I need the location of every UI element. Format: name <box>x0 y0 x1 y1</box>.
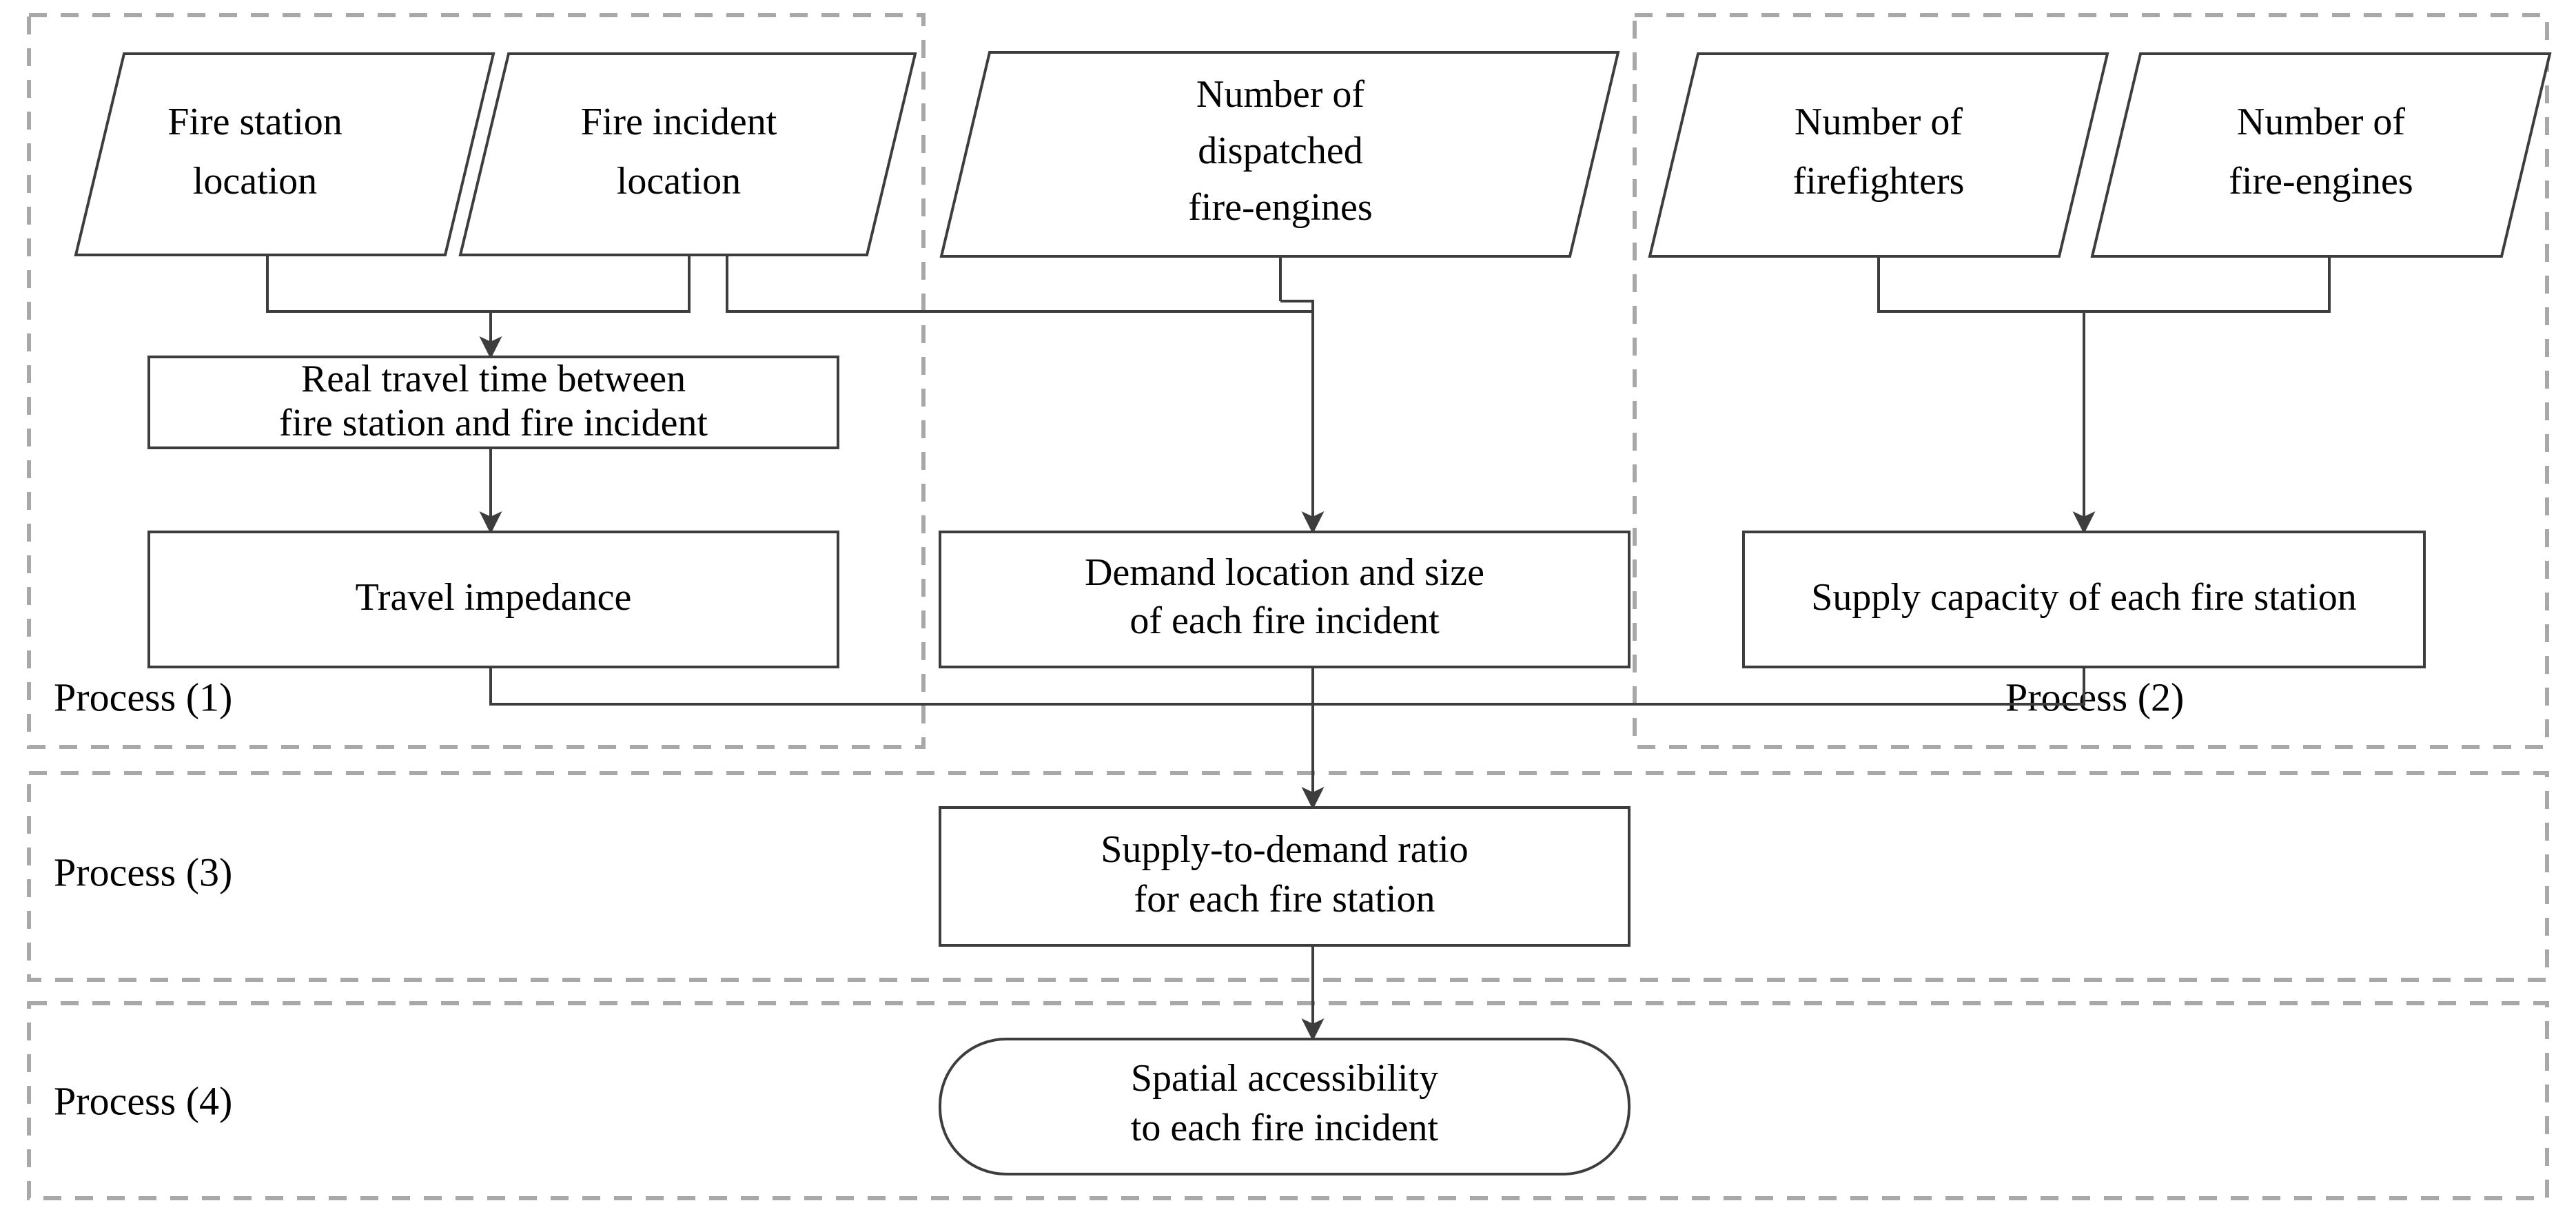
node-real-travel-time-line-1: Real travel time between <box>301 358 686 400</box>
node-real-travel-time[interactable] <box>147 356 839 449</box>
node-demand-line-1: Demand location and size <box>1085 551 1484 594</box>
node-fire-engines-line-1: Number of <box>2237 101 2406 143</box>
node-firefighters-line-2: firefighters <box>1793 160 1965 203</box>
connector-dispatched-elbow <box>1280 300 1314 311</box>
node-number-of-firefighters[interactable] <box>1648 52 2109 258</box>
node-demand-line-2: of each fire incident <box>1129 599 1440 642</box>
group-process-4 <box>27 1001 2549 1200</box>
node-number-of-fire-engines[interactable] <box>2090 52 2552 258</box>
node-accessibility-line-1: Spatial accessibility <box>1131 1057 1438 1100</box>
node-fire-incident-location-line-1: Fire incident <box>581 101 777 143</box>
node-fire-incident-location-line-2: location <box>617 160 741 203</box>
node-real-travel-time-line-2: fire station and fire incident <box>279 402 708 444</box>
node-travel-impedance[interactable] <box>147 531 839 668</box>
node-travel-impedance-line-1: Travel impedance <box>356 576 632 619</box>
node-dispatched-line-1: Number of <box>1196 73 1365 116</box>
group-process-1 <box>27 13 926 749</box>
connector-impedance-to-ratio <box>489 667 1313 706</box>
node-supply-to-demand-ratio[interactable] <box>939 806 1631 947</box>
node-spatial-accessibility[interactable] <box>939 1038 1631 1175</box>
node-supply-capacity[interactable] <box>1742 531 2426 668</box>
node-fire-station-location-line-1: Fire station <box>167 101 343 143</box>
group-label-process-2: Process (2) <box>2005 675 2184 719</box>
group-label-process-4: Process (4) <box>54 1078 232 1123</box>
group-label-process-3: Process (3) <box>54 850 232 894</box>
connector-station-to-traveltime <box>266 255 491 313</box>
node-ratio-line-2: for each fire station <box>1134 878 1435 921</box>
connector-supply-to-ratio <box>1313 667 2085 706</box>
node-dispatched-line-2: dispatched <box>1198 130 1362 172</box>
node-fire-station-location[interactable] <box>74 52 495 256</box>
node-dispatched-line-3: fire-engines <box>1188 186 1372 229</box>
node-number-of-dispatched-fire-engines[interactable] <box>939 51 1620 258</box>
node-firefighters-line-1: Number of <box>1795 101 1963 143</box>
group-process-2 <box>1633 13 2549 749</box>
node-accessibility-line-2: to each fire incident <box>1131 1107 1439 1149</box>
connector-firefighters-to-supply <box>1877 256 2084 313</box>
node-supply-capacity-line-1: Supply capacity of each fire station <box>1811 576 2357 619</box>
node-ratio-line-1: Supply-to-demand ratio <box>1101 828 1468 871</box>
group-label-process-1: Process (1) <box>54 675 232 719</box>
connector-incident-to-demand <box>726 255 1313 313</box>
connector-fireengines-to-supply <box>2084 256 2331 313</box>
node-demand-location-and-size[interactable] <box>939 531 1631 668</box>
connector-incident-to-traveltime <box>491 255 691 313</box>
node-fire-engines-line-2: fire-engines <box>2229 160 2413 203</box>
node-fire-station-location-line-2: location <box>193 160 317 203</box>
node-fire-incident-location[interactable] <box>458 52 917 256</box>
